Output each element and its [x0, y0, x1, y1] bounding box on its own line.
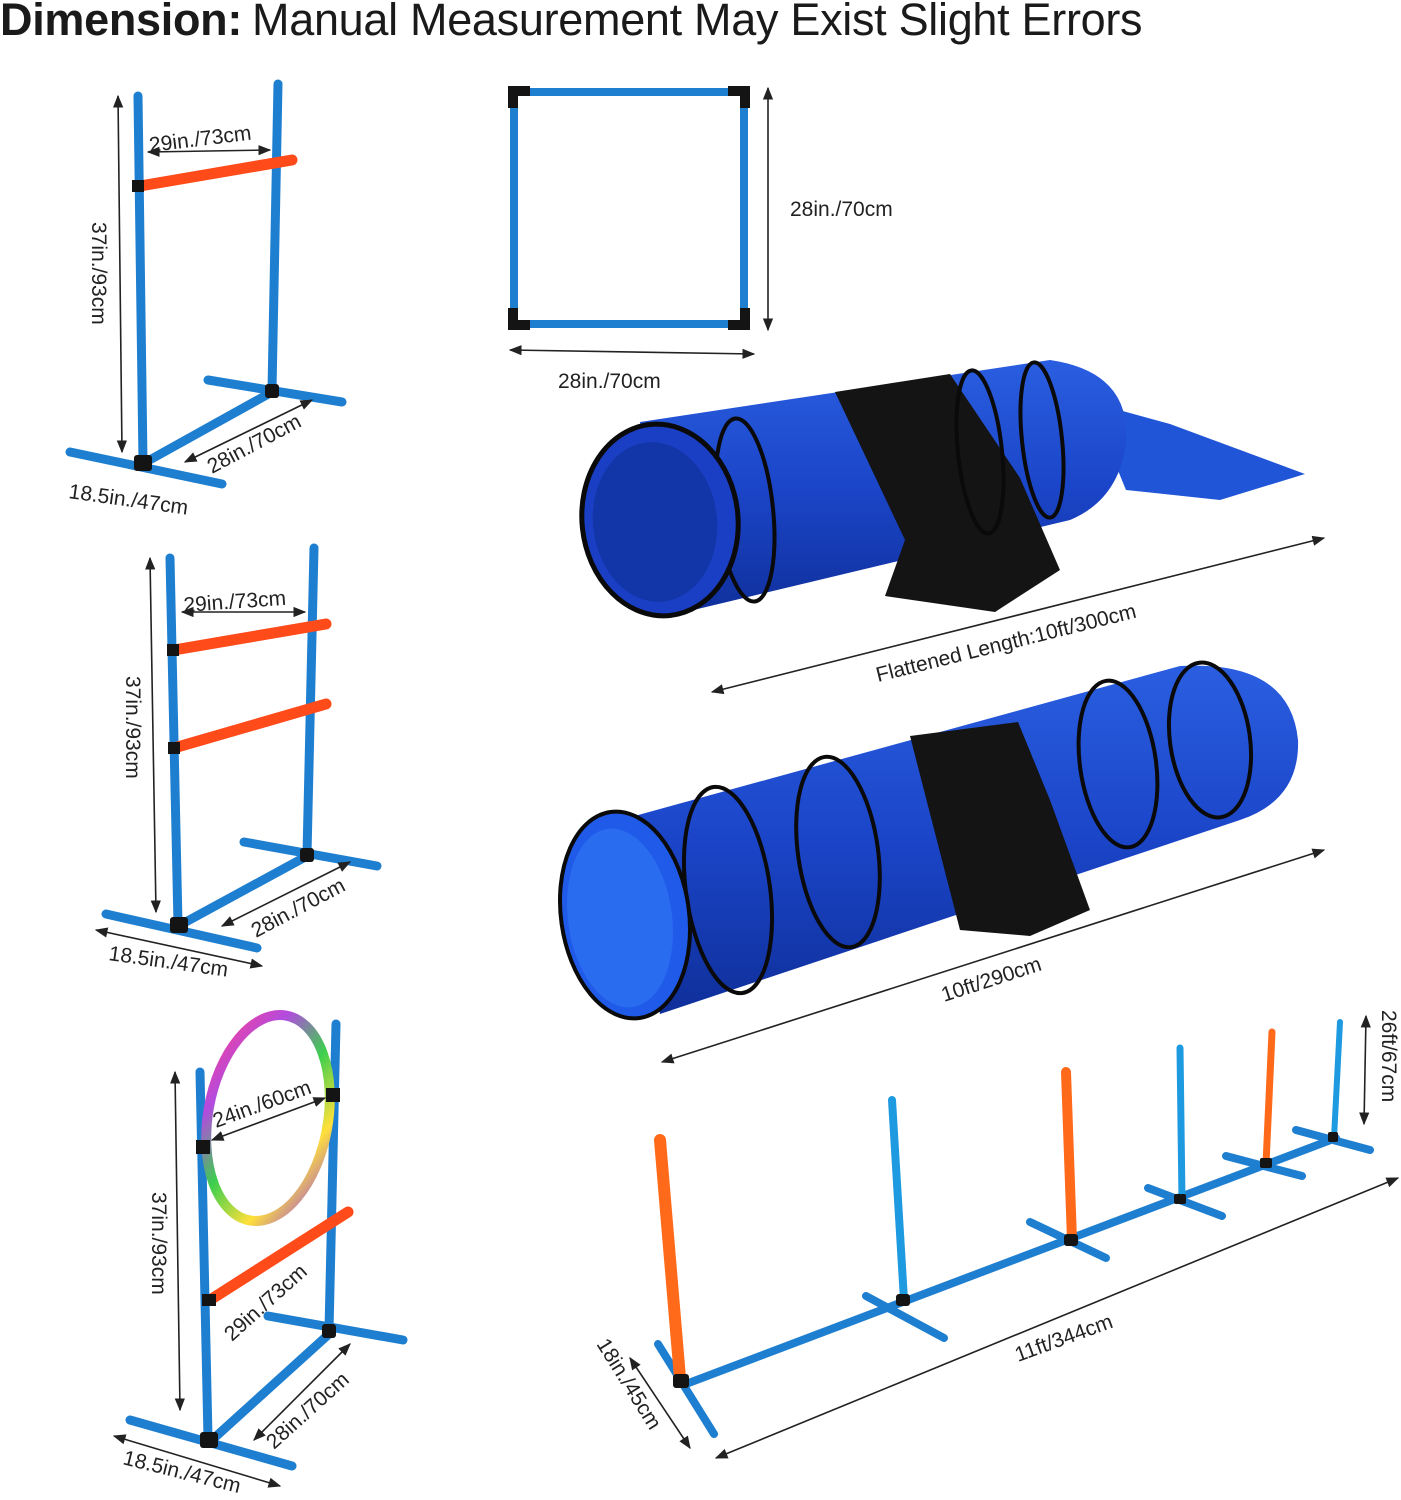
jump-single-bar: 29in./73cm 37in./93cm 28in./70cm 18.5in.… — [65, 79, 347, 520]
jump-single-height-arrow — [113, 94, 127, 454]
weave-poles: 26ft/67cm 11ft/344cm 18in./45cm — [592, 1010, 1400, 1459]
weave-pole-4 — [1176, 1044, 1186, 1204]
weave-pole-1 — [654, 1134, 686, 1384]
hoop-ring — [201, 1010, 335, 1226]
hoop-jump-height-label: 37in./93cm — [147, 1192, 170, 1295]
chute-tunnel: Flattened Length:10ft/300cm — [579, 360, 1326, 695]
weave-pole-5 — [1262, 1028, 1276, 1168]
chute-fabric-tail — [1090, 402, 1305, 500]
chute-length-label: Flattened Length:10ft/300cm — [874, 600, 1139, 687]
hoop-jump-depth-arrow — [253, 1343, 351, 1441]
weave-base-arrow — [629, 1356, 691, 1450]
weave-pole-3 — [1061, 1067, 1077, 1245]
weave-base-label: 18in./45cm — [592, 1334, 666, 1433]
jump-double-base-arrow — [94, 927, 264, 969]
chute-length-arrow — [710, 535, 1326, 695]
pause-box-frame — [510, 88, 748, 328]
hoop-jump-base-label: 18.5in./47cm — [121, 1447, 243, 1498]
weave-poles-upright — [654, 1019, 1343, 1384]
weave-base-rail — [654, 1126, 1374, 1438]
hoop-jump-height-arrow — [170, 1070, 185, 1412]
jump-single-connectors — [132, 180, 279, 471]
jump-single-width-arrow — [146, 145, 272, 157]
pause-box-width-arrow — [508, 345, 756, 359]
tunnel-length-arrow — [660, 848, 1326, 1064]
jump-double-height-arrow — [145, 556, 161, 914]
jump-double-lower-bar — [168, 698, 332, 754]
header-title-rest: Manual Measurement May Exist Slight Erro… — [252, 0, 1143, 45]
hoop-jump-orange-bar — [204, 1206, 354, 1306]
hoop-bar-label: 29in./73cm — [220, 1260, 312, 1346]
jump-single-depth-arrow — [183, 399, 314, 463]
pause-box-width-label: 28in./70cm — [558, 370, 661, 393]
tunnel-inside — [567, 828, 673, 1008]
weave-pole-6 — [1331, 1019, 1343, 1141]
hoop-jump: 24in./60cm 29in./73cm 37in./93cm 28in./7… — [112, 1010, 408, 1498]
tunnel: 10ft/290cm — [557, 660, 1326, 1064]
page-header: Dimension:Manual Measurement May Exist S… — [0, 0, 1143, 46]
hoop-diameter-label: 24in./60cm — [210, 1076, 314, 1133]
jump-double-depth-arrow — [220, 861, 352, 927]
jump-double-base-label: 18.5in./47cm — [107, 942, 229, 982]
jump-single-orange-bar — [134, 154, 298, 192]
pause-box-height-label: 28in./70cm — [790, 198, 893, 221]
tunnel-length-label: 10ft/290cm — [938, 953, 1044, 1007]
weave-pole-height-label: 26ft/67cm — [1377, 1010, 1400, 1102]
weave-pole-height-arrow — [1359, 1014, 1371, 1126]
hoop-jump-base-arrow — [112, 1434, 282, 1488]
hoop-diameter-arrow — [210, 1097, 327, 1141]
weave-length-label: 11ft/344cm — [1012, 1310, 1116, 1367]
jump-double-height-label: 37in./93cm — [121, 676, 144, 779]
header-title-bold: Dimension: — [0, 0, 243, 45]
chute-tunnel-inside — [592, 442, 718, 602]
jump-double-bar: 29in./73cm 37in./93cm 28in./70cm 18.5in.… — [94, 543, 382, 982]
pause-box: 28in./70cm 28in./70cm — [508, 86, 893, 393]
pause-box-corners — [508, 86, 750, 330]
weave-length-arrow — [714, 1177, 1400, 1459]
weave-pole-2 — [888, 1096, 908, 1304]
jump-single-height-label: 37in./93cm — [87, 222, 110, 325]
jump-double-upper-bar — [168, 618, 332, 656]
jump-single-base-label: 18.5in./47cm — [67, 480, 189, 520]
